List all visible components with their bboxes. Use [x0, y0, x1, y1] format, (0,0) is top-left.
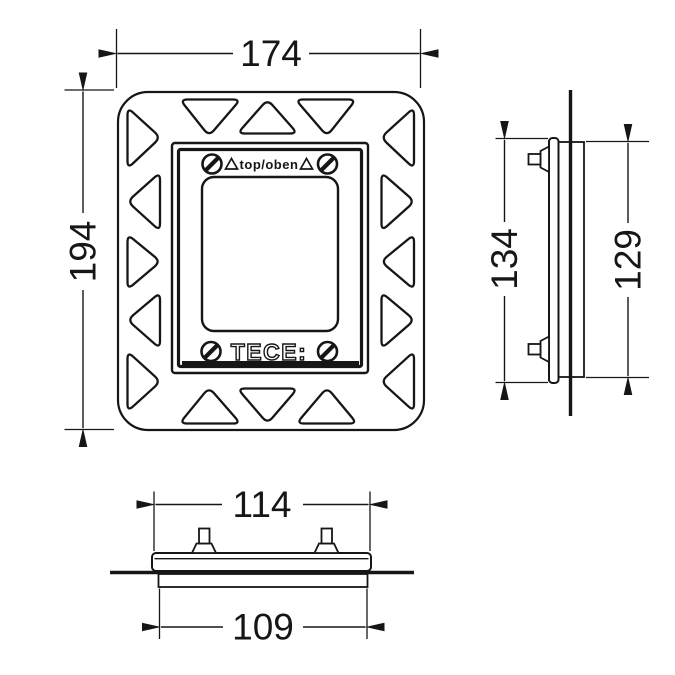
peg: [190, 542, 218, 554]
frame-cutout-triangle: [126, 353, 159, 410]
peg: [539, 145, 550, 174]
frame-cutout-triangle: [239, 387, 296, 422]
dimension-label: 134: [484, 228, 525, 290]
screw-icon: [316, 340, 339, 363]
dimension-bottom-outer: 114: [136, 484, 388, 551]
frame-cutout-triangle: [380, 174, 413, 230]
frame-cutout-triangle: [380, 294, 413, 347]
frame-cutout-triangle: [382, 109, 416, 167]
screw-icon: [316, 153, 339, 175]
bottom-front-face: [151, 552, 372, 572]
peg-tip: [320, 527, 333, 545]
frame-cutout-triangle: [181, 389, 239, 425]
frame-cutout-triangle: [126, 109, 159, 167]
frame-cutout-triangle: [129, 174, 162, 230]
dimension-front-height: 194: [63, 72, 114, 447]
dimension-label: 114: [233, 484, 292, 525]
dimension-label: 129: [608, 229, 649, 291]
peg-tip: [198, 527, 211, 545]
dimension-label: 109: [232, 607, 294, 648]
side-front-face: [548, 137, 560, 384]
frame-cutout-triangle: [126, 236, 159, 288]
button-opening: [200, 175, 340, 333]
mounting-pegs-side: [527, 145, 550, 364]
frame-cutout-triangle: [297, 98, 355, 135]
dimension-bottom-inner: 109: [142, 588, 385, 648]
front-view: top/oben TECE: 174 194: [63, 29, 439, 447]
frame-cutouts: [126, 98, 416, 425]
peg-tip: [527, 343, 542, 356]
dimension-label: 174: [240, 33, 302, 74]
frame-cutout-triangle: [181, 98, 239, 135]
inner-plate: top/oben TECE:: [170, 141, 370, 375]
peg: [539, 335, 550, 364]
dimension-side-inner: 129: [586, 124, 649, 395]
side-view: 134 129: [484, 90, 649, 416]
frame-cutout-triangle: [298, 389, 356, 425]
frame-cutout-triangle: [239, 101, 296, 135]
triangle-up-icon: [224, 156, 239, 170]
peg: [313, 542, 340, 554]
frame-cutout-triangle: [129, 294, 162, 347]
frame-cutout-triangle: [382, 353, 416, 410]
corner-screws: [200, 153, 339, 363]
bottom-recessed-body: [157, 573, 369, 588]
screw-icon: [201, 153, 223, 175]
dimension-front-width: 174: [98, 29, 439, 88]
mounting-pegs-bottom: [190, 527, 340, 554]
bottom-view: 114 109: [110, 484, 414, 648]
dimension-label: 194: [63, 221, 104, 283]
triangle-up-icon: [299, 156, 314, 170]
inner-plate-bezel: [176, 147, 364, 369]
screw-icon: [200, 340, 222, 363]
frame-cutout-triangle: [382, 236, 416, 288]
orientation-label: top/oben: [240, 157, 299, 172]
brand-logo: TECE:: [231, 339, 308, 365]
dimension-side-outer: 134: [484, 121, 548, 400]
peg-tip: [527, 153, 542, 166]
